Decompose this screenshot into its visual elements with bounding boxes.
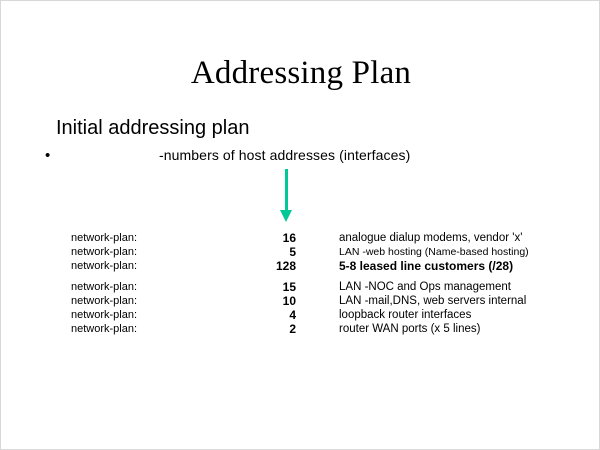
host-count-cell: 15 [282, 280, 296, 294]
table-row: network-plan: 128 5-8 leased line customer… [71, 259, 591, 273]
host-count-cell: 128 [275, 259, 296, 273]
host-count-cell: 4 [289, 308, 296, 322]
address-plan-table: network-plan: 16 analogue dialup modems, v… [71, 231, 591, 336]
host-count-cell: 2 [289, 322, 296, 336]
table-row: network-plan: 16 analogue dialup modems, v… [71, 231, 591, 245]
plan-name-cell: network-plan: [71, 232, 138, 244]
plan-name-cell: network-plan: [71, 281, 138, 293]
plan-name-cell: network-plan: [71, 309, 138, 321]
table-row: network-plan: 15 LAN -NOC and Ops manageme… [71, 280, 591, 294]
down-arrow-icon [274, 169, 298, 223]
bullet-point-icon: • [45, 147, 51, 164]
description-cell: analogue dialup modems, vendor 'x' [339, 232, 523, 244]
description-cell: LAN -web hosting (Name-based hosting) [339, 246, 529, 258]
description-cell: LAN -mail,DNS, web servers internal [339, 295, 527, 307]
host-count-cell: 5 [289, 245, 296, 259]
plan-name-cell: network-plan: [71, 246, 138, 258]
host-count-cell: 16 [282, 231, 296, 245]
host-count-cell: 10 [282, 294, 296, 308]
page-title: Addressing Plan [190, 55, 412, 91]
table-row: network-plan: 5 LAN -web hosting (Name-bas… [71, 245, 591, 259]
section-heading: Initial addressing plan [56, 117, 250, 139]
table-row: network-plan: 10 LAN -mail,DNS, web server… [71, 294, 591, 308]
plan-name-cell: network-plan: [71, 295, 138, 307]
bullet-item-label: -numbers of host addresses (interfaces) [159, 147, 411, 163]
table-row: network-plan: 2 router WAN ports (x 5 line… [71, 322, 591, 336]
bullet-item: • -numbers of host addresses (interfaces… [45, 146, 565, 168]
plan-name-cell: network-plan: [71, 323, 138, 335]
description-cell: 5-8 leased line customers (/28) [339, 259, 514, 273]
description-cell: loopback router interfaces [339, 309, 472, 321]
plan-name-cell: network-plan: [71, 260, 138, 272]
table-row: network-plan: 4 loopback router interfaces [71, 308, 591, 322]
description-cell: router WAN ports (x 5 lines) [339, 323, 481, 335]
description-cell: LAN -NOC and Ops management [339, 281, 511, 293]
